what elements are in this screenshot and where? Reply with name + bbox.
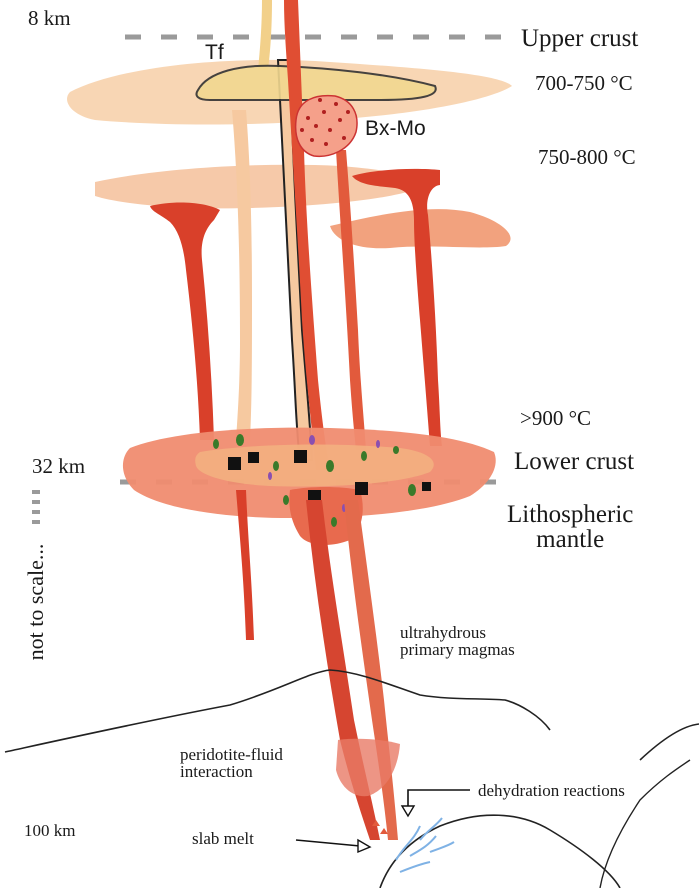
slab-melt-arrow	[296, 840, 360, 846]
pale-dike-top	[258, 0, 272, 70]
slab-melt-label: slab melt	[192, 830, 254, 847]
pale-dike-left	[232, 110, 252, 440]
ultrahydrous-label: ultrahydrous primary magmas	[400, 624, 515, 658]
dehydration-arrow	[408, 790, 470, 812]
lower-crust-label: Lower crust	[514, 449, 634, 474]
slab-right-edge	[640, 724, 699, 760]
slab-fluid-veins	[396, 818, 454, 872]
bx-mo-label: Bx-Mo	[365, 118, 426, 139]
upper-crust-label: Upper crust	[521, 26, 638, 51]
bx-mo-breccia	[296, 96, 357, 157]
temperature-750-800: 750-800 °C	[538, 147, 636, 168]
slab-right-descent	[600, 760, 690, 888]
dehydration-label: dehydration reactions	[478, 782, 625, 799]
peridotite-label: peridotite-fluid interaction	[180, 746, 283, 780]
scale-note: not to scale...	[25, 544, 47, 661]
depth-label-32km: 32 km	[32, 456, 85, 477]
depth-label-8km: 8 km	[28, 8, 71, 29]
lithospheric-mantle-label: Lithospheric mantle	[507, 502, 633, 552]
left-red-dike	[150, 203, 220, 440]
slab-boundary	[5, 670, 550, 752]
dehydration-arrowhead	[402, 806, 414, 816]
tf-label: Tf	[205, 42, 224, 63]
temperature-700-750: 700-750 °C	[535, 73, 633, 94]
slab-melt-arrowhead	[358, 840, 370, 852]
scale-ticks	[32, 490, 40, 524]
depth-label-100km: 100 km	[24, 822, 75, 839]
temperature-900: >900 °C	[520, 408, 591, 429]
middle-magma-lens	[95, 165, 424, 209]
